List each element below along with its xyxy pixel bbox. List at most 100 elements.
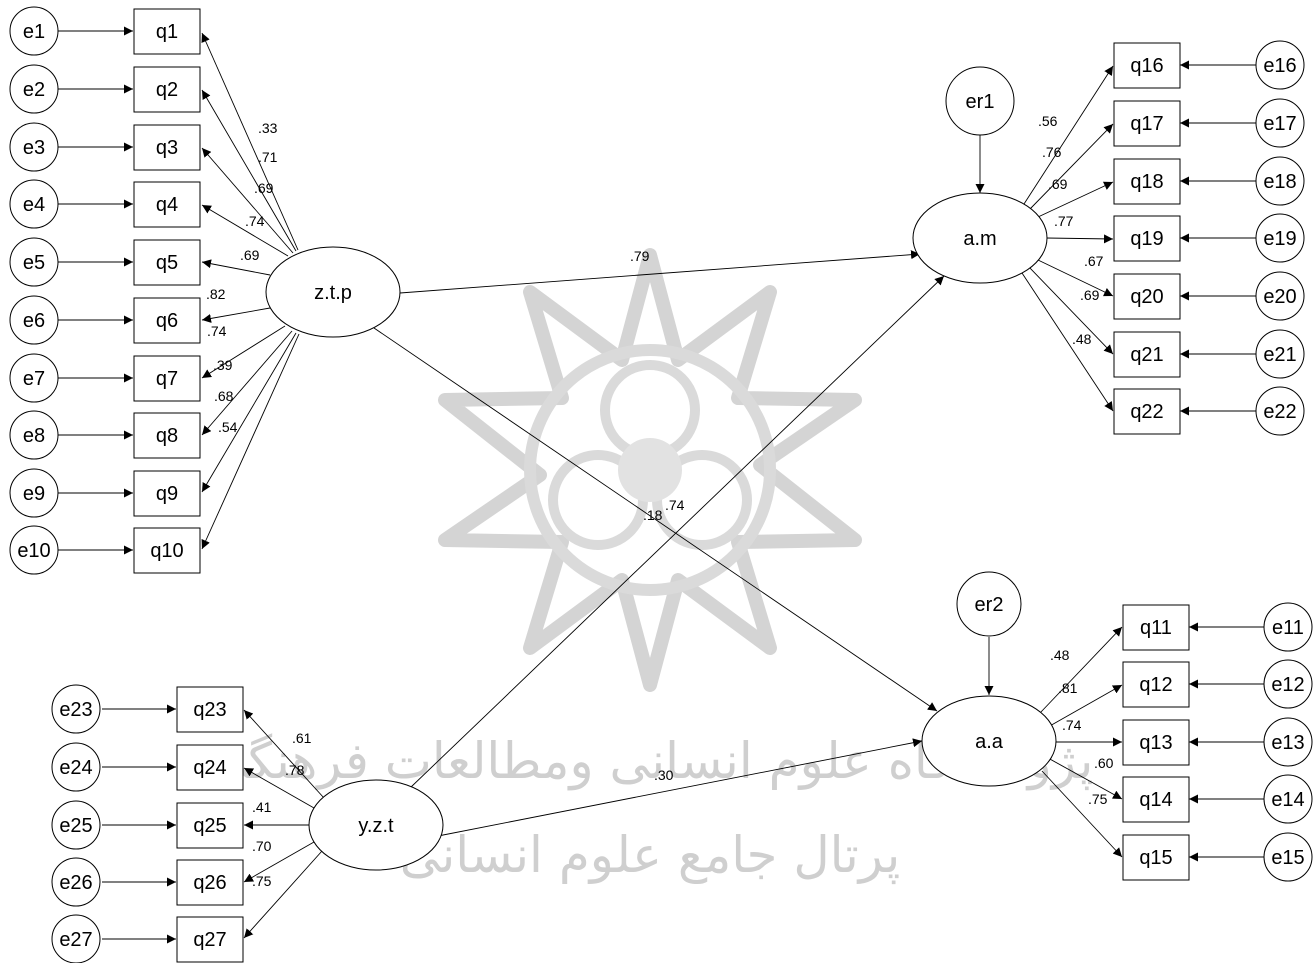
indicator-label-q15: q15 [1139,847,1172,869]
error-circle-e4 [9,179,59,229]
indicator-box-q25 [176,802,244,849]
latent-label-am: a.m [963,228,996,250]
error-circle-e26 [51,857,101,907]
error-circle-e25 [51,800,101,850]
path-coef-ztp-aa: .74 [665,497,685,513]
error-label-e9: e9 [23,483,45,505]
error-circle-e6 [9,295,59,345]
structural-paths: .79 .74 .18 .30 [373,248,945,837]
error-circle-e19 [1255,213,1305,263]
error-circle-e3 [9,122,59,172]
error-label-e12: e12 [1271,674,1304,696]
indicator-label-q3: q3 [156,137,178,159]
latent-yzt [308,779,444,871]
error-label-e18: e18 [1263,171,1296,193]
indicator-box-q26 [176,859,244,906]
error-label-e1: e1 [23,21,45,43]
error-circle-e13 [1263,717,1313,767]
error-label-e16: e16 [1263,55,1296,77]
error-circle-e18 [1255,156,1305,206]
loading-q10: .54 [218,419,238,435]
error-label-e19: e19 [1263,228,1296,250]
loading-q25: .41 [252,799,272,815]
loading-q4: .74 [245,213,265,229]
indicator-label-q19: q19 [1130,228,1163,250]
error-circle-e2 [9,64,59,114]
disturbance-er1 [945,66,1015,136]
indicator-box-q21 [1113,331,1181,378]
error-circle-e15 [1263,832,1313,882]
error-circle-e16 [1255,40,1305,90]
indicator-box-q20 [1113,273,1181,320]
loading-q2: .71 [258,149,278,165]
indicator-box-q2 [133,66,201,113]
indicator-box-q5 [133,239,201,286]
loading-q16: .56 [1038,113,1058,129]
indicator-label-q17: q17 [1130,113,1163,135]
error-label-e27: e27 [59,929,92,951]
indicator-box-q27 [176,916,244,963]
path-coef-yzt-am: .18 [643,507,663,523]
group-aa: er2 a.a q11 q12 q13 q14 q15 e11 e12 e13 … [921,571,1313,882]
error-label-e7: e7 [23,368,45,390]
group-yzt: e23 e24 e25 e26 e27 q23 q24 q25 q26 q27 … [51,684,444,963]
latent-ztp-group: z.t.p [265,246,401,338]
loading-q6: .82 [206,286,226,302]
indicator-label-q21: q21 [1130,344,1163,366]
error-circle-e11 [1263,602,1313,652]
indicator-box-q16 [1113,42,1181,89]
indicator-box-q10 [133,527,201,574]
indicator-label-q4: q4 [156,194,178,216]
error-label-e17: e17 [1263,113,1296,135]
disturbance-er2 [956,571,1022,637]
error-circle-e20 [1255,271,1305,321]
latent-label-ztp: z.t.p [314,282,352,304]
error-label-e23: e23 [59,699,92,721]
error-circle-e12 [1263,659,1313,709]
indicator-label-q10: q10 [150,540,183,562]
loading-q15: .75 [1088,791,1108,807]
indicator-box-q9 [133,470,201,517]
indicator-box-q15 [1122,834,1190,881]
latent-aa [921,695,1057,787]
indicator-label-q7: q7 [156,368,178,390]
indicator-label-q11: q11 [1140,617,1172,639]
loading-q26: .70 [252,838,272,854]
loading-q9: .68 [214,388,234,404]
error-label-e2: e2 [23,79,45,101]
indicator-box-q23 [176,686,244,733]
error-circle-e17 [1255,98,1305,148]
error-label-e25: e25 [59,815,92,837]
watermark-emblem-icon [438,248,862,692]
indicator-label-q2: q2 [156,79,178,101]
error-label-e6: e6 [23,310,45,332]
loading-q14: .60 [1094,755,1114,771]
error-label-e14: e14 [1271,789,1304,811]
error-label-e3: e3 [23,137,45,159]
indicator-label-q20: q20 [1130,286,1163,308]
indicator-box-q24 [176,744,244,791]
watermark-line-2: پرتال جامع علوم انسانی [400,826,901,885]
indicator-label-q9: q9 [156,483,178,505]
indicator-box-q8 [133,412,201,459]
disturbance-label-er2: er2 [975,594,1004,616]
loading-q21: .69 [1080,287,1100,303]
error-label-e13: e13 [1271,732,1304,754]
path-coef-yzt-aa: .30 [654,767,674,783]
indicator-label-q27: q27 [193,929,226,951]
indicator-box-q4 [133,181,201,228]
error-label-e24: e24 [59,757,92,779]
loading-q1: .33 [258,120,278,136]
error-label-e21: e21 [1263,344,1296,366]
indicator-label-q16: q16 [1130,55,1163,77]
indicator-label-q8: q8 [156,425,178,447]
error-circle-e9 [9,468,59,518]
indicator-box-q7 [133,355,201,402]
indicator-box-q18 [1113,158,1181,205]
indicator-box-q19 [1113,215,1181,262]
indicator-box-q17 [1113,100,1181,147]
error-label-e8: e8 [23,425,45,447]
indicator-label-q23: q23 [193,699,226,721]
loading-q20: .67 [1084,253,1104,269]
